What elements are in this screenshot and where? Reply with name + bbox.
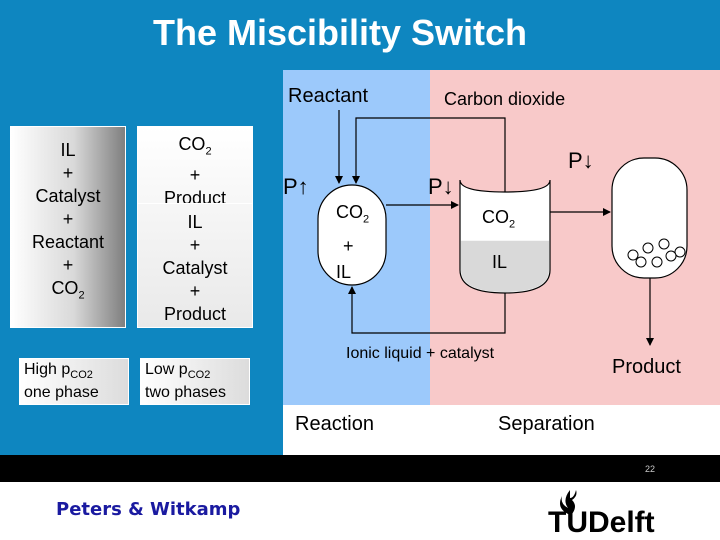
bubble xyxy=(642,242,654,254)
two-phases-box: CO2 + Product IL + Catalyst + Product xyxy=(137,126,253,328)
reactor-il: IL xyxy=(336,261,352,282)
product-bubbles xyxy=(627,238,686,268)
bubble xyxy=(627,249,639,261)
slide-number: 22 xyxy=(645,464,656,474)
tudelft-logo: TUDelft xyxy=(548,490,655,536)
pressure-down-label: P↓ xyxy=(568,148,594,173)
ionic-liquid-return-line xyxy=(348,286,506,334)
one-phase-co2: CO2 xyxy=(51,278,85,302)
authors: Peters & Witkamp xyxy=(56,499,241,520)
one-phase-line: + xyxy=(62,209,74,229)
phase-divider xyxy=(138,203,252,204)
separation-label: Separation xyxy=(498,413,595,435)
reaction-label: Reaction xyxy=(295,413,374,435)
bubble xyxy=(658,238,670,250)
bubble xyxy=(635,256,647,268)
product-label: Product xyxy=(612,356,681,378)
reactant-label: Reactant xyxy=(288,85,369,107)
two-phases-bottom-line: IL xyxy=(187,212,203,232)
pressure-up-label: P↑ xyxy=(283,174,309,199)
two-phases-top-line: + xyxy=(189,164,201,185)
one-phase-line: + xyxy=(62,163,74,183)
two-phases-bottom: IL + Catalyst + Product xyxy=(138,203,252,326)
pressure-down-label: P↓ xyxy=(428,174,454,199)
footer-bar xyxy=(0,455,720,482)
bubble xyxy=(674,246,686,258)
two-phases-top-line: Product xyxy=(163,187,227,208)
two-phases-bottom-line: Product xyxy=(163,304,227,324)
high-pressure-label: High pCO2 one phase xyxy=(19,358,129,406)
separator-lower-phase xyxy=(461,240,549,292)
product-tank xyxy=(611,157,688,279)
one-phase-line: + xyxy=(62,255,74,275)
slide-title: The Miscibility Switch xyxy=(152,12,528,53)
one-phase-line: Catalyst xyxy=(35,186,101,206)
one-phase-box: IL + Catalyst + Reactant + CO2 xyxy=(10,126,126,328)
two-phases-co2: CO2 xyxy=(178,134,212,158)
reactor-co2: CO2 xyxy=(336,202,370,226)
low-pressure-label: Low pCO2 two phases xyxy=(140,358,250,406)
bubble xyxy=(665,250,677,262)
separator-co2: CO2 xyxy=(482,207,516,231)
bubble xyxy=(651,256,663,268)
co2-recycle-line xyxy=(352,117,506,192)
two-phases-bottom-line: + xyxy=(189,235,201,255)
one-phase-line: IL xyxy=(60,140,76,160)
reactor-contents: CO2 + IL xyxy=(336,199,376,285)
one-phase-line: Reactant xyxy=(31,232,105,252)
reactor-vessel xyxy=(317,184,387,286)
svg-text:TUDelft: TUDelft xyxy=(548,506,655,536)
two-phases-bottom-line: Catalyst xyxy=(162,258,228,278)
carbon-dioxide-label: Carbon dioxide xyxy=(444,89,566,109)
panel-label-strip xyxy=(283,405,720,455)
separator-il: IL xyxy=(492,252,508,272)
two-phases-top: CO2 + Product xyxy=(138,127,252,208)
ionic-liquid-label: Ionic liquid + catalyst xyxy=(346,345,495,362)
reactor-plus: + xyxy=(343,235,354,256)
two-phases-bottom-line: + xyxy=(189,281,201,301)
